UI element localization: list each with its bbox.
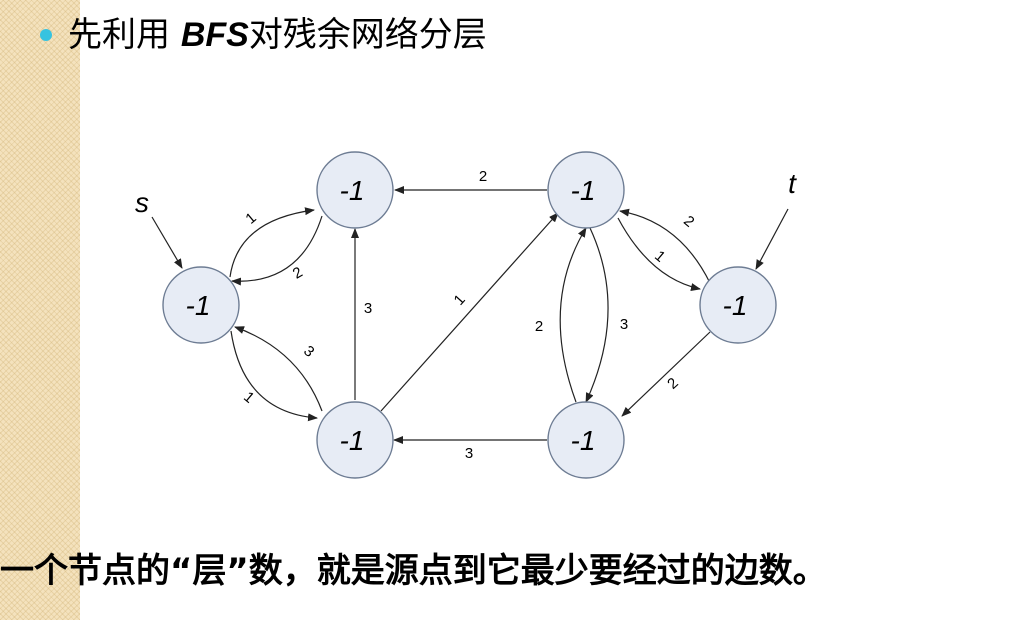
edge-right-to-top-right	[619, 208, 711, 284]
edge-label: 2	[680, 212, 697, 230]
node-label: -1	[571, 425, 596, 456]
node-right: -1	[699, 266, 777, 344]
edge-label: 3	[620, 316, 628, 333]
node-top-left: -1	[316, 151, 394, 229]
edge-bottom-right-to-top-right	[559, 227, 587, 403]
sink-label: t	[788, 168, 797, 199]
edge-label: 1	[240, 388, 257, 406]
node-left: -1	[162, 266, 240, 344]
edge-right-to-bottom-right	[621, 331, 711, 417]
node-label: -1	[571, 175, 596, 206]
sink-arrow	[755, 208, 789, 270]
footer-caption: 一个节点的“层”数，就是源点到它最少要经过的边数。	[0, 551, 827, 591]
edge-top-right-to-right	[617, 217, 701, 291]
edge-label: 3	[364, 300, 372, 317]
node-label: -1	[340, 175, 365, 206]
edge-label: 2	[290, 264, 306, 283]
edge-bottom-left-to-top-right	[380, 212, 559, 412]
edge-label: 3	[465, 445, 473, 462]
edge-bottom-left-to-left	[234, 326, 323, 412]
edge-label: 3	[300, 342, 317, 360]
decorative-side-strip	[0, 0, 80, 620]
slide-heading: 先利用 BFS对残余网络分层	[68, 13, 487, 57]
source-label: s	[135, 187, 149, 218]
source-arrow	[151, 216, 183, 269]
edge-label: 1	[242, 209, 259, 227]
edge-label: 2	[535, 318, 543, 335]
edge-top-left-to-left	[231, 215, 323, 286]
edge-label: 2	[479, 168, 487, 185]
heading-prefix: 先利用	[68, 15, 181, 55]
edge-label: 1	[451, 291, 469, 309]
heading-bfs: BFS	[180, 16, 249, 54]
node-bottom-right: -1	[547, 401, 625, 479]
edge-top-right-to-bottom-right	[585, 227, 609, 403]
edge-label: 2	[664, 375, 682, 393]
edge-label: 1	[651, 247, 668, 265]
node-top-right: -1	[547, 151, 625, 229]
node-label: -1	[340, 425, 365, 456]
bullet-icon	[40, 29, 52, 41]
node-label: -1	[186, 290, 211, 321]
node-bottom-left: -1	[316, 401, 394, 479]
edge-left-to-bottom-left	[230, 330, 318, 422]
edge-left-to-top-left	[229, 207, 315, 278]
heading-suffix: 对残余网络分层	[248, 15, 487, 55]
node-label: -1	[723, 290, 748, 321]
